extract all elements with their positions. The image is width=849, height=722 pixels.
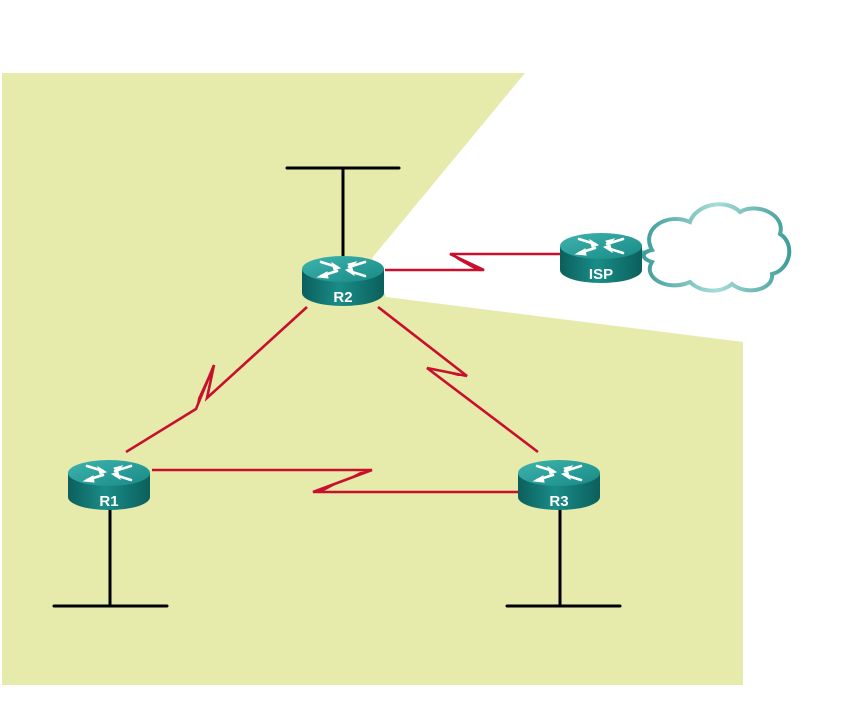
lan-segment-r3 bbox=[505, 498, 622, 608]
router-label: R2 bbox=[333, 289, 352, 306]
router-r1[interactable]: R1 bbox=[66, 458, 152, 512]
routing-domain-area bbox=[2, 73, 743, 685]
router-label: ISP bbox=[589, 266, 613, 283]
serial-link-icon bbox=[450, 254, 484, 270]
router-r2[interactable]: R2 bbox=[300, 254, 386, 308]
serial-link-icon bbox=[313, 470, 372, 492]
router-isp[interactable]: ISP bbox=[558, 231, 644, 285]
cloud-icon[interactable] bbox=[641, 202, 792, 293]
lan-segment-r1 bbox=[52, 498, 169, 608]
lan-segment-r2 bbox=[285, 166, 401, 264]
serial-link-icon bbox=[196, 365, 214, 409]
router-r3[interactable]: R3 bbox=[516, 458, 602, 512]
router-label: R1 bbox=[99, 493, 118, 510]
router-label: R3 bbox=[549, 493, 568, 510]
serial-link-icon bbox=[427, 368, 467, 376]
